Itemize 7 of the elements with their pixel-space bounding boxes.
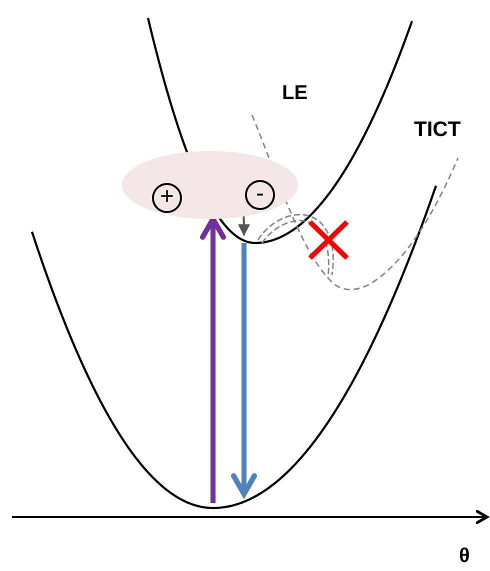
state-label: LE [282,82,308,105]
charge-sign: + [160,184,174,208]
charge-circle [152,183,182,213]
state-label: TICT [414,118,461,142]
charge-circle [245,180,275,210]
charge-sign: - [256,182,264,206]
axis-label: θ [459,545,470,568]
